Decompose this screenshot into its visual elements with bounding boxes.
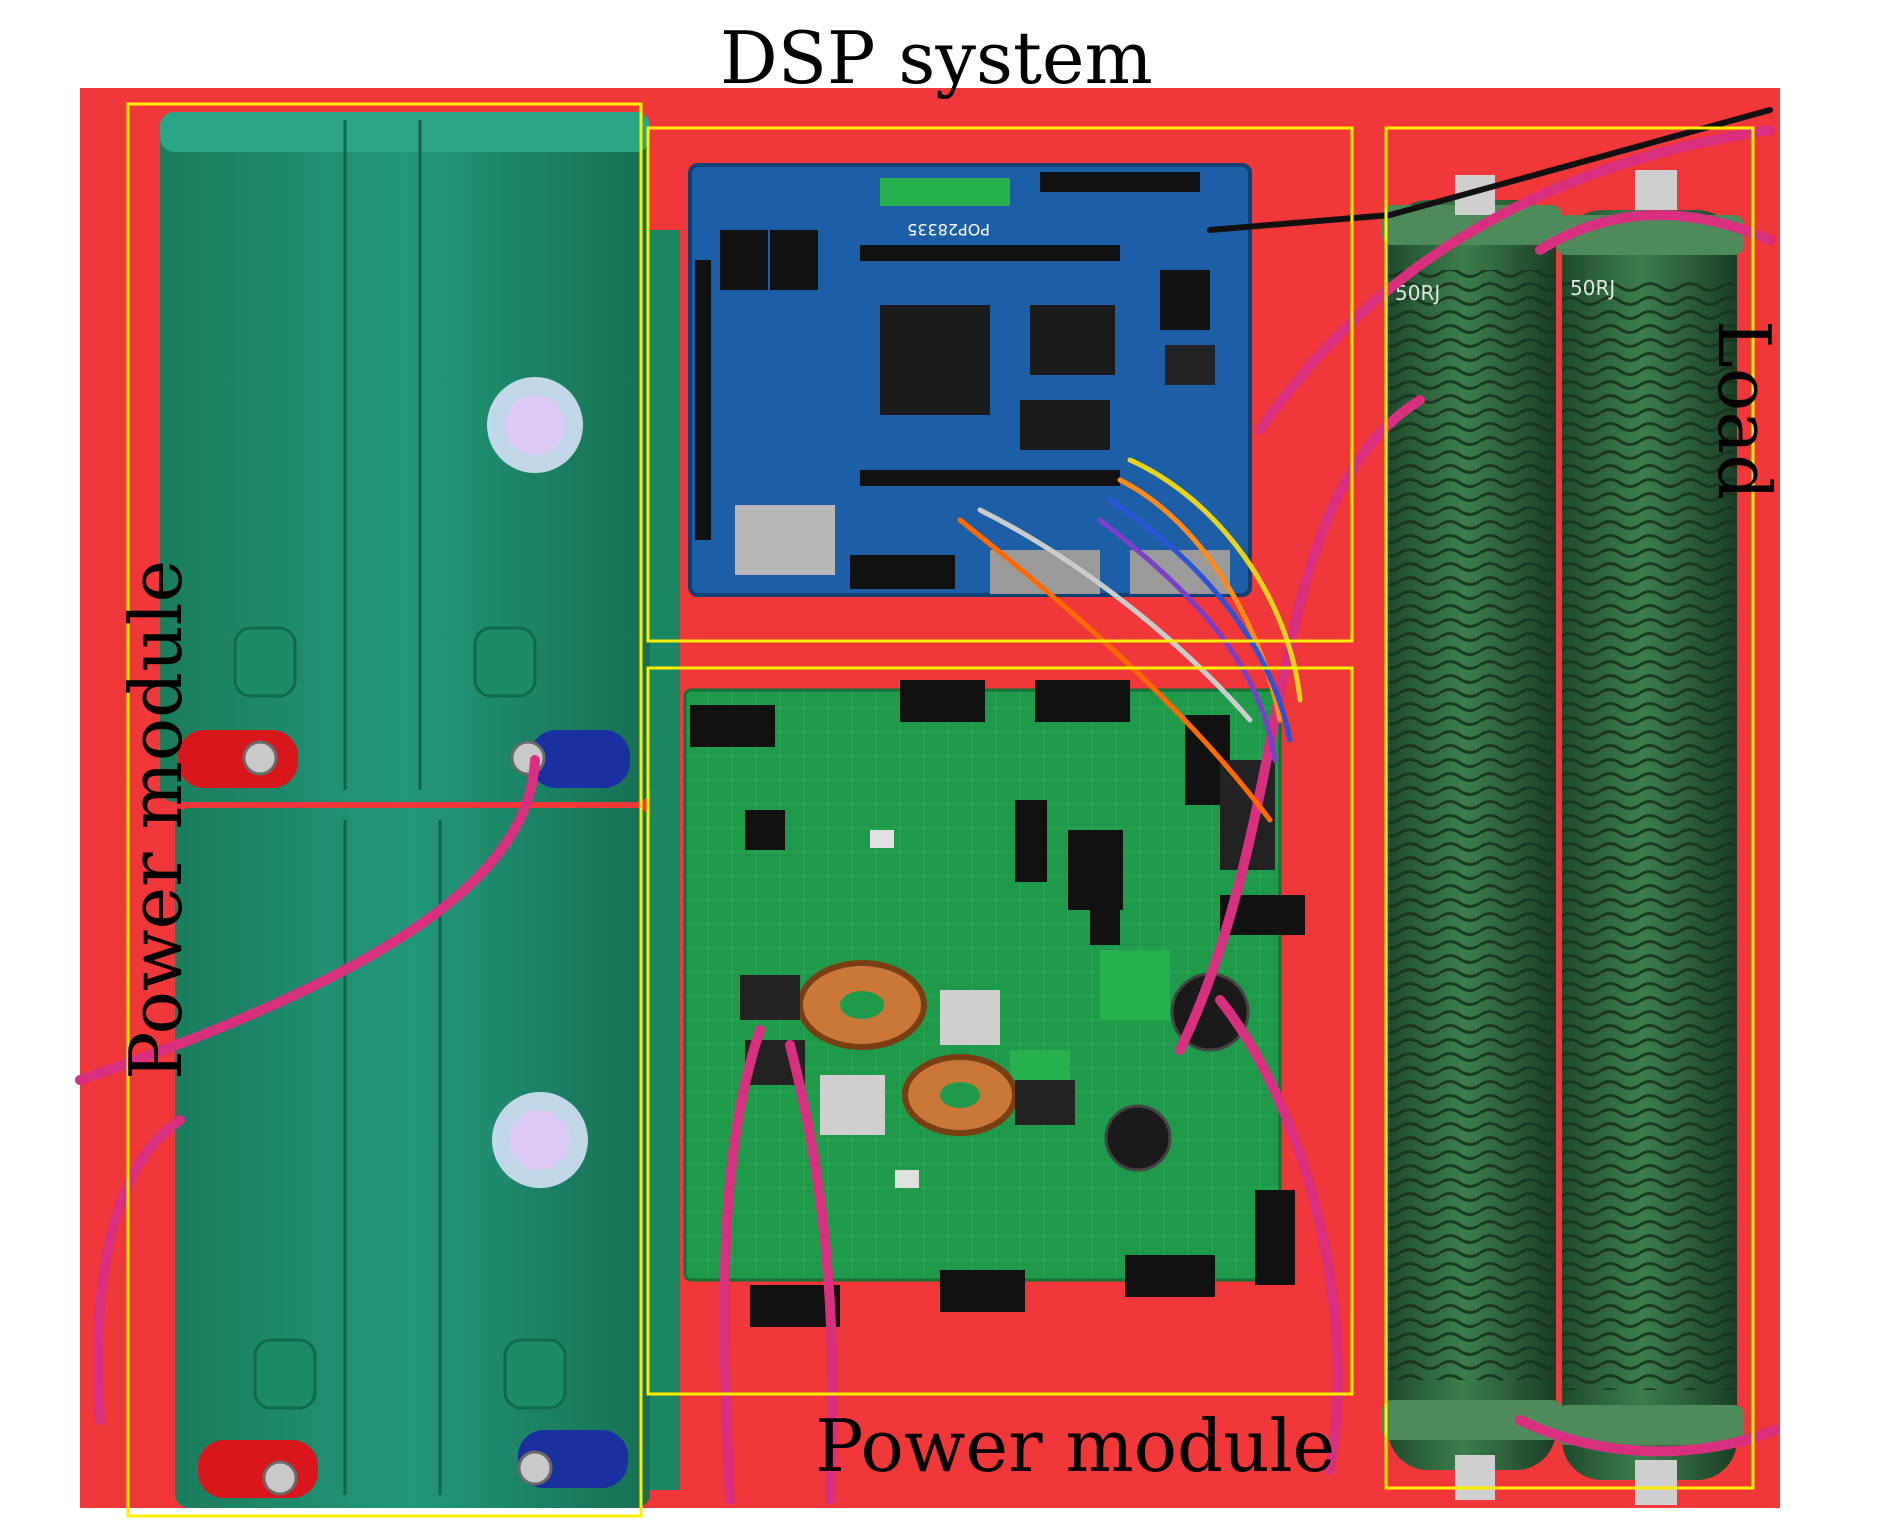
- dsp-board-label: POP28335: [907, 220, 990, 239]
- frame-dsp-system: [646, 126, 1354, 643]
- resistor-right-marking: 50RJ: [1570, 276, 1615, 300]
- resistor-left-marking: 50RJ: [1395, 281, 1440, 305]
- battery-bottom: [175, 808, 650, 1508]
- load-resistor-left: 50RJ: [1382, 175, 1562, 1500]
- label-dsp-system: DSP system: [720, 16, 1153, 100]
- label-power-module-left: Power module: [114, 559, 198, 1080]
- frame-load: [1384, 126, 1755, 1490]
- power-pcb: [683, 680, 1305, 1327]
- frame-left-power-module: [126, 102, 643, 1518]
- battery-side: [650, 230, 680, 1490]
- battery-top: [160, 112, 650, 802]
- annotation-frames: [126, 102, 1755, 1518]
- label-power-module-bottom: Power module: [815, 1404, 1336, 1488]
- label-load: Load: [1702, 320, 1786, 501]
- dsp-board: POP28335: [688, 163, 1252, 597]
- frame-bottom-power-module: [646, 666, 1354, 1396]
